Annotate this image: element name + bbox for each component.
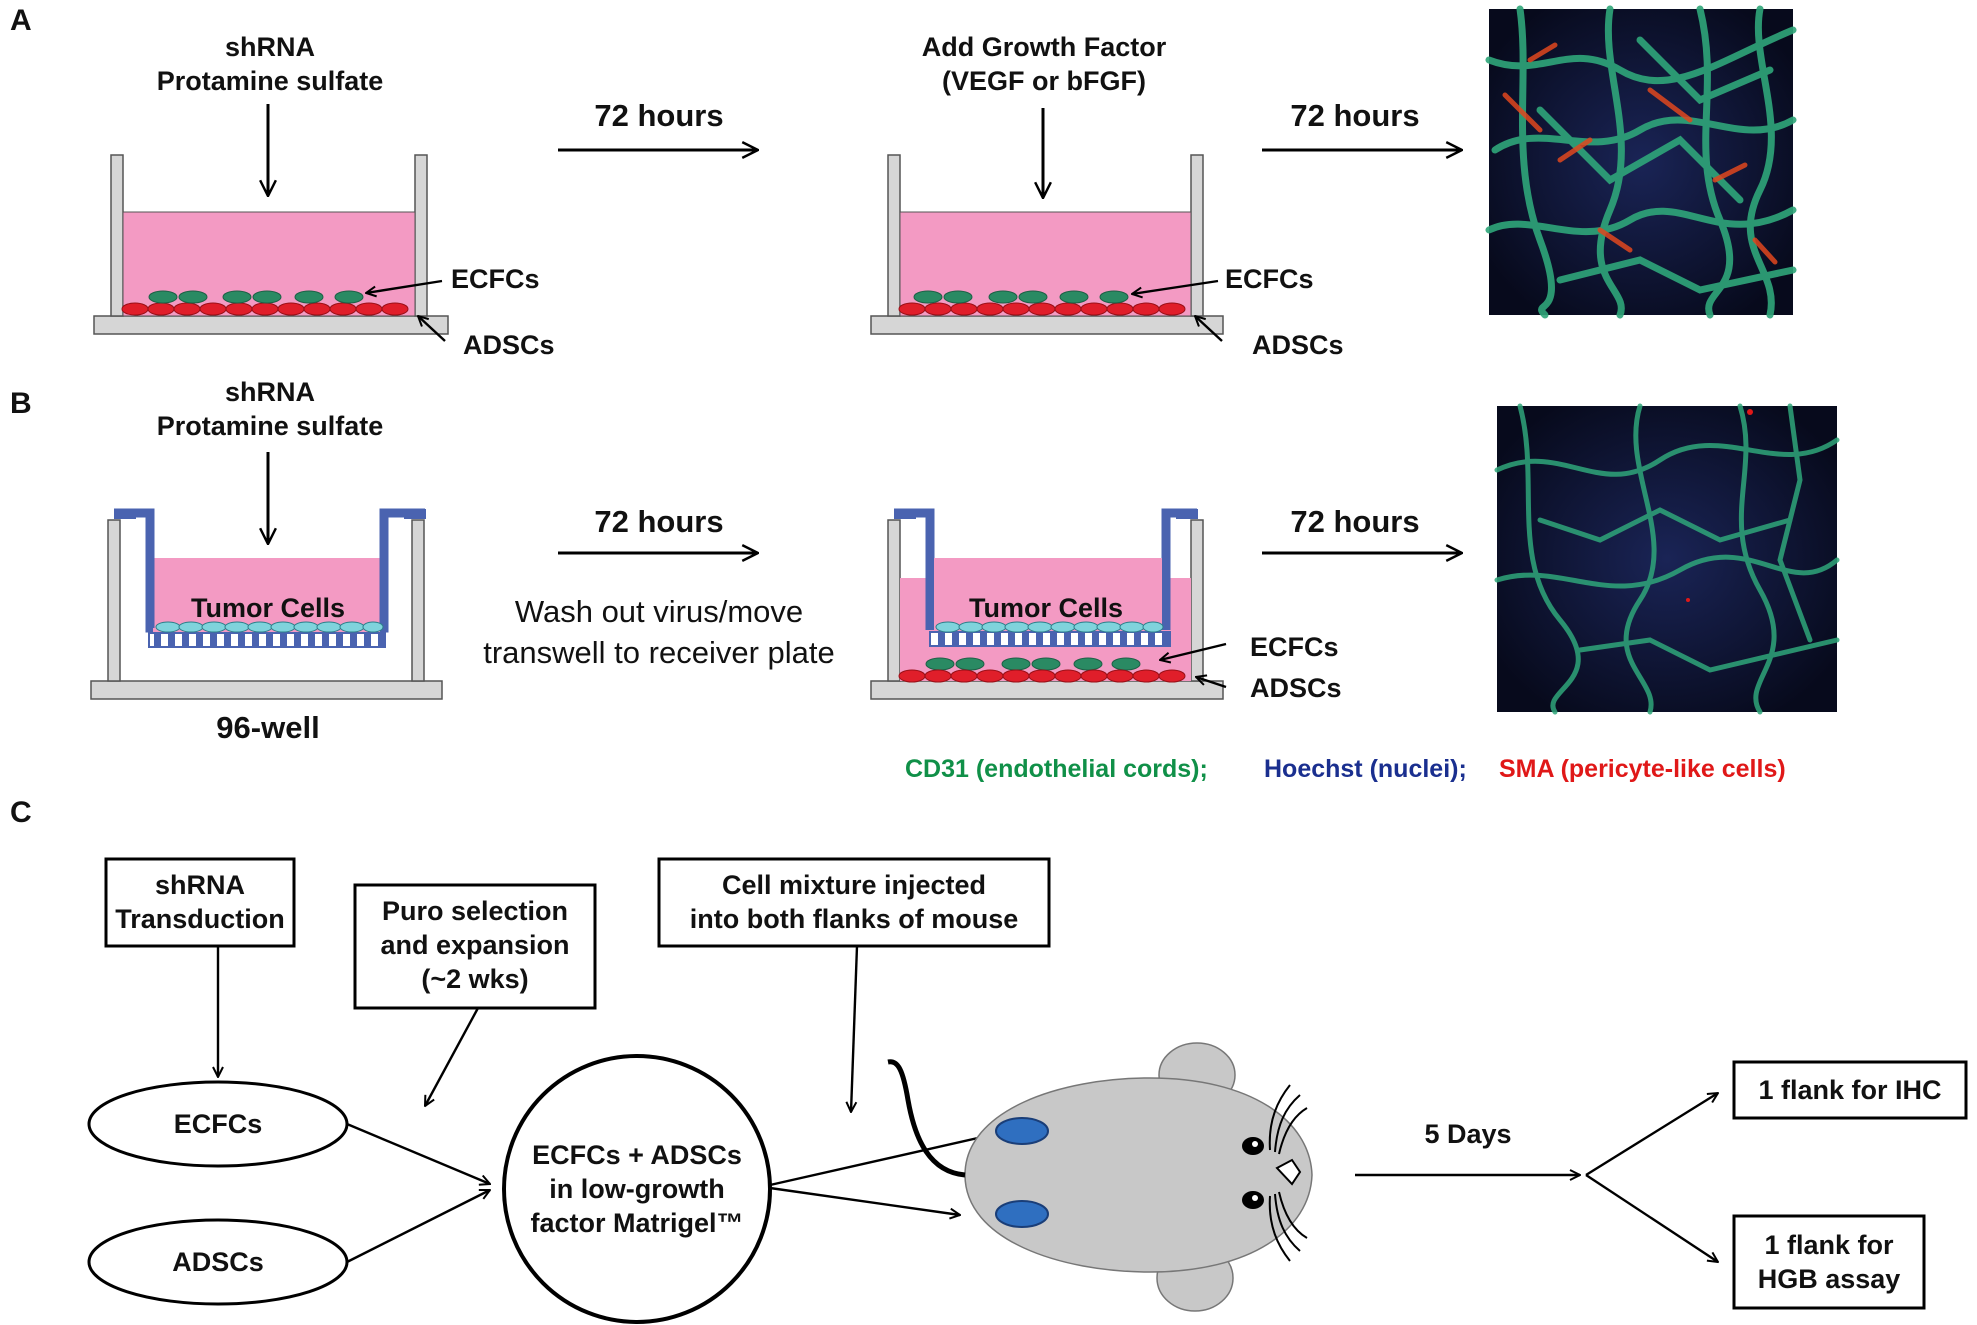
well-wall-left (107, 519, 121, 682)
insert-media (153, 558, 380, 633)
hgb-label-1: 1 flank for (1764, 1230, 1894, 1260)
legend-sma: SMA (pericyte-like cells) (1499, 755, 1786, 783)
ecfc-cell-layer (913, 290, 1129, 304)
panel-letter-b: B (10, 387, 32, 420)
stain-legend: CD31 (endothelial cords); Hoechst (nucle… (905, 755, 1786, 783)
panel-a-middle-well: Add Growth Factor (VEGF or bFGF) ECFCs A… (870, 32, 1344, 360)
tumor-cell-layer (935, 621, 1164, 633)
duration-label: 72 hours (1290, 504, 1419, 539)
branch-arrow-icon (1585, 1173, 1718, 1262)
panel-b-left-well: shRNA Protamine sulfate Tumor Cells 96-w… (90, 377, 443, 745)
well-wall-left (110, 154, 124, 317)
injection-label-1: Cell mixture injected (722, 870, 986, 900)
pointer-arrow-icon (418, 316, 446, 342)
puro-box (353, 883, 597, 1010)
panel-a-left-treatment-2: Protamine sulfate (157, 66, 384, 96)
label-tumor-cells: Tumor Cells (191, 593, 345, 623)
legend-hoechst: Hoechst (nuclei); (1264, 755, 1467, 783)
adsc-cell-layer (121, 302, 409, 316)
panel-a-left-well: shRNA Protamine sulfate ECFCs ADSCs (93, 32, 555, 360)
mixture-label-3: factor Matrigel™ (530, 1208, 743, 1238)
plate-base (870, 680, 1224, 700)
panel-b-left-treatment-1: shRNA (225, 377, 315, 407)
pointer-arrow-icon (1160, 642, 1227, 660)
panel-a-middle-treatment-1: Add Growth Factor (922, 32, 1167, 62)
culture-media (899, 211, 1192, 317)
days-label: 5 Days (1424, 1119, 1511, 1149)
transduction-label-1: shRNA (155, 870, 245, 900)
hgb-box (1732, 1214, 1926, 1310)
plate-base (90, 680, 443, 700)
panel-letter-a: A (10, 4, 32, 37)
mixture-label-1: ECFCs + ADSCs (532, 1140, 742, 1170)
panel-b-left-treatment-2: Protamine sulfate (157, 411, 384, 441)
label-ecfcs: ECFCs (451, 264, 540, 294)
injection-arrow-icon (769, 1133, 1000, 1187)
adscs-node-label: ADSCs (172, 1247, 264, 1277)
adsc-cell-layer (898, 302, 1186, 316)
duration-label: 72 hours (594, 98, 723, 133)
puro-label-2: and expansion (380, 930, 569, 960)
pointer-arrow-icon (1196, 677, 1227, 689)
transwell-membrane (929, 631, 1171, 647)
panel-a-left-treatment-1: shRNA (225, 32, 315, 62)
plate-base (93, 315, 449, 335)
duration-label: 72 hours (594, 504, 723, 539)
well-wall-right (411, 519, 425, 682)
micrograph-a (1485, 5, 1797, 319)
puro-label-3: (~2 wks) (421, 964, 528, 994)
mixture-label-2: in low-growth (549, 1174, 724, 1204)
branch-arrow-icon (1585, 1093, 1718, 1177)
diagonal-arrow-icon (425, 1007, 480, 1106)
well-wall-left (887, 519, 901, 682)
flank-implant (995, 1117, 1049, 1145)
well-wall-left (887, 154, 901, 317)
ecfcs-node-label: ECFCs (174, 1109, 263, 1139)
tumor-cell-layer (155, 621, 384, 633)
micrograph-b (1494, 403, 1840, 715)
transwell-membrane (148, 632, 386, 648)
label-ecfcs: ECFCs (1225, 264, 1314, 294)
well-wall-right (414, 154, 428, 317)
hgb-label-2: HGB assay (1758, 1264, 1901, 1294)
injection-label-2: into both flanks of mouse (690, 904, 1019, 934)
duration-label: 72 hours (1290, 98, 1419, 133)
puro-label-1: Puro selection (382, 896, 568, 926)
transduction-box (104, 857, 296, 948)
flank-implant (995, 1200, 1049, 1228)
wash-instruction-2: transwell to receiver plate (483, 635, 835, 670)
ihc-box (1732, 1060, 1968, 1120)
plate-base (870, 315, 1224, 335)
injection-box (657, 857, 1051, 948)
merge-arrow-icon (346, 1188, 490, 1264)
panel-a-middle-treatment-2: (VEGF or bFGF) (942, 66, 1146, 96)
panel-c-workflow: shRNA Transduction Puro selection and ex… (87, 857, 1968, 1324)
panel-letter-c: C (10, 796, 32, 829)
merge-arrow-icon (346, 1122, 490, 1184)
mouse-icon (887, 1042, 1313, 1312)
down-arrow-icon (851, 945, 859, 1112)
well-wall-right (1190, 154, 1204, 317)
label-adscs: ADSCs (1250, 673, 1342, 703)
injection-arrow-icon (769, 1186, 960, 1215)
label-adscs: ADSCs (463, 330, 555, 360)
pointer-arrow-icon (366, 279, 443, 293)
transduction-label-2: Transduction (115, 904, 285, 934)
label-ecfcs: ECFCs (1250, 632, 1339, 662)
ecfc-cell-layer (148, 290, 364, 304)
panel-b-middle-well: Tumor Cells ECFCs ADSCs (870, 508, 1342, 703)
legend-cd31: CD31 (endothelial cords); (905, 755, 1208, 783)
pointer-arrow-icon (1132, 279, 1219, 294)
ecfc-cell-layer (925, 657, 1141, 671)
ihc-label: 1 flank for IHC (1758, 1075, 1941, 1105)
pointer-arrow-icon (1195, 316, 1223, 342)
label-adscs: ADSCs (1252, 330, 1344, 360)
adsc-cell-layer (898, 669, 1186, 683)
plate-label: 96-well (216, 710, 319, 745)
well-wall-right (1190, 519, 1204, 682)
label-tumor-cells: Tumor Cells (969, 593, 1123, 623)
wash-instruction-1: Wash out virus/move (515, 594, 803, 629)
